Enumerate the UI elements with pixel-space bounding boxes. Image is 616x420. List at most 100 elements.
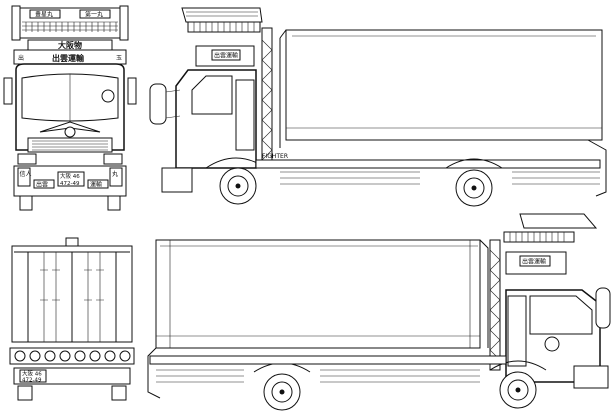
rear-view: 大阪 46 472-49 [9, 237, 135, 401]
front-side-left-text: 出 [18, 54, 24, 62]
front-bumper-right-text: 運輸 [90, 181, 102, 189]
left-roof-rail-bars [193, 22, 255, 32]
rear-plate-top-text: 大阪 46 [22, 370, 42, 378]
right-roof-board-text: 出雲運輸 [522, 258, 546, 266]
front-door-right-text: 丸 [112, 170, 118, 178]
left-cab-window [191, 75, 233, 115]
left-mirror-arms [165, 89, 181, 119]
right-rear-skirt-bars [156, 369, 244, 383]
front-windshield [21, 73, 119, 122]
left-name-plaque [211, 49, 241, 61]
rear-right-tire [111, 385, 127, 401]
front-door-left-text: 信人 [20, 170, 32, 178]
front-wing-emblem [39, 121, 101, 133]
front-grille-slats [32, 140, 108, 151]
right-cab-window [529, 295, 593, 335]
right-ladder-zigzag [489, 249, 501, 361]
right-roof-ornament-rail [503, 231, 575, 243]
right-front-wheel-rim [507, 379, 529, 401]
rear-lamp-6 [89, 350, 101, 362]
rear-bumper [9, 347, 135, 365]
left-side-ladder [261, 27, 273, 169]
rear-lamp-1 [14, 350, 26, 362]
right-front-fender [489, 360, 547, 371]
front-view: 豊星丸 第一丸 大阪物 出 出雲運輸 玉 [3, 5, 137, 211]
front-license-plate [57, 171, 85, 187]
front-header-plate-left-text: 豊星丸 [35, 11, 53, 19]
front-header-plate-left [29, 9, 61, 19]
left-front-bumper [161, 167, 193, 193]
left-rear-hub [471, 185, 477, 191]
front-bumper-left-text: 出雲 [36, 181, 48, 189]
right-emblem-circle [544, 336, 560, 352]
right-rear-wheel-rim [271, 381, 293, 403]
right-side-skirt-bars [320, 369, 480, 383]
rear-top-lamp [65, 237, 79, 247]
front-left-tire [19, 195, 33, 211]
right-name-plaque [519, 255, 551, 267]
rear-door-handles [40, 269, 104, 301]
front-right-headlight [103, 153, 123, 165]
front-name-board-text: 出雲運輸 [52, 53, 85, 63]
front-left-headlight [17, 153, 37, 165]
left-roof-board-text: 出雲運輸 [214, 52, 238, 60]
front-plate-bottom-text: 472-49 [60, 181, 80, 187]
left-roof-visor-lines [186, 11, 258, 17]
left-cargo-box [285, 29, 603, 141]
rear-door-lockbars [43, 252, 101, 342]
left-ladder-zigzag [261, 39, 273, 161]
right-mirror [595, 287, 611, 329]
right-cargo-posts [169, 240, 471, 348]
left-rear-skirt-bars [512, 171, 600, 185]
front-emblem-medallion [64, 126, 76, 138]
front-right-tire [107, 195, 121, 211]
right-rear-hub [279, 389, 285, 395]
left-cab-door [235, 79, 255, 151]
left-tail-horn [587, 139, 607, 197]
right-cargo-front-edge [479, 239, 489, 348]
front-visor-balusters [25, 22, 117, 32]
right-front-bumper [573, 365, 609, 389]
front-grille [27, 137, 113, 153]
left-chassis-frame [255, 159, 601, 169]
front-door-right-panel [109, 167, 123, 187]
front-side-right-text: 玉 [116, 55, 122, 62]
front-left-tower-lamp [11, 5, 21, 41]
front-plate-top-text: 大阪 46 [60, 172, 80, 180]
right-cargo-box [155, 239, 481, 349]
right-front-hub [515, 387, 521, 393]
left-fender-label: FIGHTER [262, 153, 288, 160]
right-cab-outline [505, 289, 601, 383]
rear-lamp-2 [29, 350, 41, 362]
left-side-view: 出雲運輸 FIGHTER [149, 7, 607, 207]
right-chassis-frame [149, 355, 507, 365]
right-roof-visor [519, 213, 598, 229]
left-side-skirt-bars [280, 171, 420, 185]
rear-door-right [71, 251, 117, 343]
right-side-view: 出雲運輸 [147, 213, 611, 411]
left-rear-fender [445, 158, 503, 169]
front-bumper-label-right [87, 179, 109, 189]
front-cab-outline [15, 63, 125, 151]
rear-license-plate [19, 369, 47, 383]
front-door-left-panel [17, 167, 31, 187]
front-header-plate-right-text: 第一丸 [85, 11, 103, 19]
rear-lamp-4 [59, 350, 71, 362]
rear-lamp-3 [44, 350, 56, 362]
right-roof-rail-bars [509, 232, 565, 242]
front-left-mirror [3, 77, 13, 105]
front-bumper-label-left [33, 179, 55, 189]
front-right-mirror [127, 77, 137, 105]
rear-lamp-8 [119, 350, 131, 362]
rear-lamp-7 [104, 350, 116, 362]
left-mirror [149, 83, 167, 125]
left-roof-visor [181, 7, 263, 23]
right-cab-door [507, 295, 527, 367]
left-cab-outline [175, 69, 257, 169]
rear-left-tire [17, 385, 33, 401]
rear-lamp-5 [74, 350, 86, 362]
left-cargo-front-edge [279, 29, 287, 148]
front-header-plate-right [79, 9, 111, 19]
rear-lamp-row [14, 350, 131, 362]
left-front-hub [235, 183, 241, 189]
